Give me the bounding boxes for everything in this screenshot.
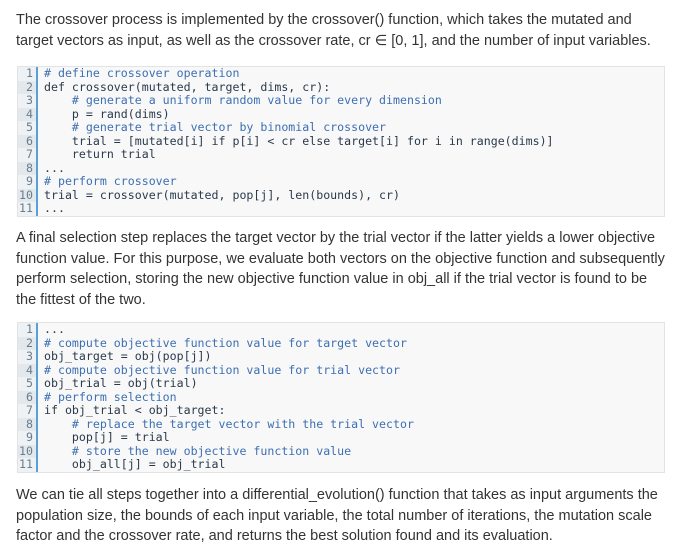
- code-text: # replace the target vector with the tri…: [44, 417, 414, 431]
- code-line: 10 trial = crossover(mutated, pop[j], len…: [18, 188, 664, 202]
- code-line: 5 obj_trial = obj(trial): [18, 376, 664, 391]
- line-number: 9: [18, 174, 38, 189]
- line-number: 5: [18, 120, 38, 135]
- paragraph-differential-evolution: We can tie all steps together into a dif…: [16, 487, 658, 544]
- code-text: obj_target = obj(pop[j]): [44, 350, 212, 363]
- code-text: ...: [44, 202, 65, 215]
- line-number: 10: [18, 444, 38, 458]
- line-number: 5: [18, 376, 38, 391]
- line-number: 1: [18, 322, 38, 337]
- line-number: 10: [18, 188, 38, 202]
- code-text: p = rand(dims): [44, 107, 170, 121]
- code-text: if obj_trial < obj_target:: [44, 404, 226, 417]
- code-line: 8 # replace the target vector with the t…: [18, 417, 664, 431]
- code-line: 6 trial = [mutated[i] if p[i] < cr else …: [18, 134, 664, 148]
- line-number: 4: [18, 363, 38, 377]
- code-text: def crossover(mutated, target, dims, cr)…: [44, 80, 331, 94]
- code-block-crossover: 1 # define crossover operation 2 def crosso…: [17, 66, 665, 217]
- code-line: 7 if obj_trial < obj_target:: [18, 403, 664, 418]
- line-number: 6: [18, 390, 38, 404]
- code-text: # compute objective function value for t…: [44, 363, 400, 377]
- code-text: # perform crossover: [44, 175, 177, 188]
- code-line: 4 p = rand(dims): [18, 107, 664, 121]
- line-number: 3: [18, 93, 38, 108]
- code-text: # generate trial vector by binomial cros…: [44, 121, 387, 134]
- code-block-selection: 1...2# compute objective function value …: [17, 322, 665, 473]
- code-line: 3 obj_target = obj(pop[j]): [18, 349, 664, 364]
- code-line: 9 # perform crossover: [18, 174, 664, 189]
- code-text: ...: [44, 161, 65, 175]
- line-number: 8: [18, 417, 38, 431]
- code-text: return trial: [44, 148, 156, 161]
- code-text: ...: [44, 323, 65, 336]
- code-line: 1 # define crossover operation: [18, 66, 664, 81]
- code-text: trial = [mutated[i] if p[i] < cr else ta…: [44, 134, 554, 148]
- code-line: 6 # perform selection: [18, 390, 664, 404]
- code-line: 9 pop[j] = trial: [18, 430, 664, 445]
- line-number: 1: [18, 66, 38, 81]
- code-line: 8...: [18, 161, 664, 175]
- line-number: 7: [18, 147, 38, 162]
- paragraph-selection: A final selection step replaces the targ…: [16, 230, 665, 308]
- code-text: # perform selection: [44, 390, 177, 404]
- code-line: 11 obj_all[j] = obj_trial: [18, 457, 664, 472]
- code-text: # generate a uniform random value for ev…: [44, 94, 442, 107]
- code-text: pop[j] = trial: [44, 431, 170, 444]
- line-number: 2: [18, 336, 38, 350]
- code-text: obj_all[j] = obj_trial: [44, 458, 226, 471]
- line-number: 7: [18, 403, 38, 418]
- code-text: # store the new objective function value: [44, 444, 352, 458]
- code-text: # define crossover operation: [44, 67, 240, 80]
- code-text: # compute objective function value for t…: [44, 336, 407, 350]
- code-lines: 1 # define crossover operation 2 def crosso…: [18, 66, 664, 216]
- code-line: 7 return trial: [18, 147, 664, 162]
- line-number: 2: [18, 80, 38, 94]
- line-number: 9: [18, 430, 38, 445]
- line-number: 8: [18, 161, 38, 175]
- code-line: 5 # generate trial vector by binomial cr…: [18, 120, 664, 135]
- code-line: 2 def crossover(mutated, target, dims, cr…: [18, 80, 664, 94]
- line-number: 6: [18, 134, 38, 148]
- line-number: 3: [18, 349, 38, 364]
- paragraph-crossover-intro: The crossover process is implemented by …: [16, 12, 651, 49]
- code-text: trial = crossover(mutated, pop[j], len(b…: [44, 188, 400, 202]
- code-line: 3 # generate a uniform random value for …: [18, 93, 664, 108]
- code-line: 11...: [18, 201, 664, 216]
- code-line: 2 # compute objective function value for …: [18, 336, 664, 350]
- code-line: 10 # store the new objective function va…: [18, 444, 664, 458]
- line-number: 11: [18, 201, 38, 216]
- code-line: 1...: [18, 322, 664, 337]
- code-line: 4 # compute objective function value for …: [18, 363, 664, 377]
- line-number: 11: [18, 457, 38, 472]
- code-lines: 1...2# compute objective function value …: [18, 322, 664, 472]
- line-number: 4: [18, 107, 38, 121]
- code-text: obj_trial = obj(trial): [44, 377, 198, 390]
